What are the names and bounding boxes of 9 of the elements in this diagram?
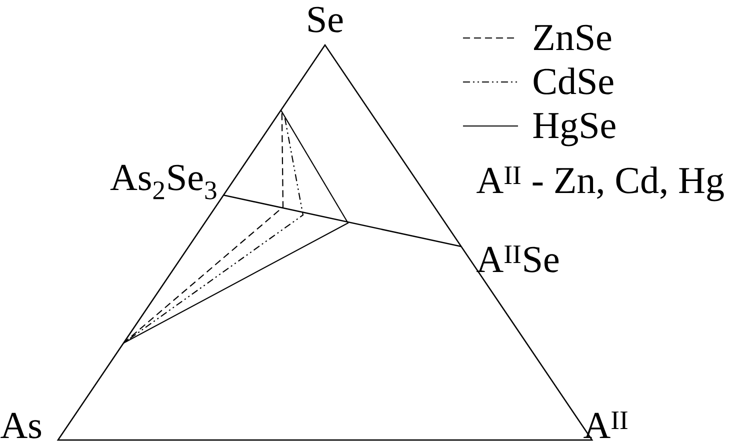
legend-label: ZnSe: [534, 24, 612, 50]
vertex-label: As: [0, 412, 42, 438]
legend-label: HgSe: [533, 112, 616, 146]
note-text: A$^{II}$ - Zn, Cd, Hg: [476, 166, 724, 202]
point-label: A$^{II}$Se: [476, 246, 559, 272]
legend-label: CdSe: [534, 68, 614, 94]
point-label: As$_{2}$Se$_{3}$: [110, 164, 216, 200]
vertex-label: Se: [308, 6, 343, 32]
vertex-label: A$^{II}$: [584, 412, 628, 438]
